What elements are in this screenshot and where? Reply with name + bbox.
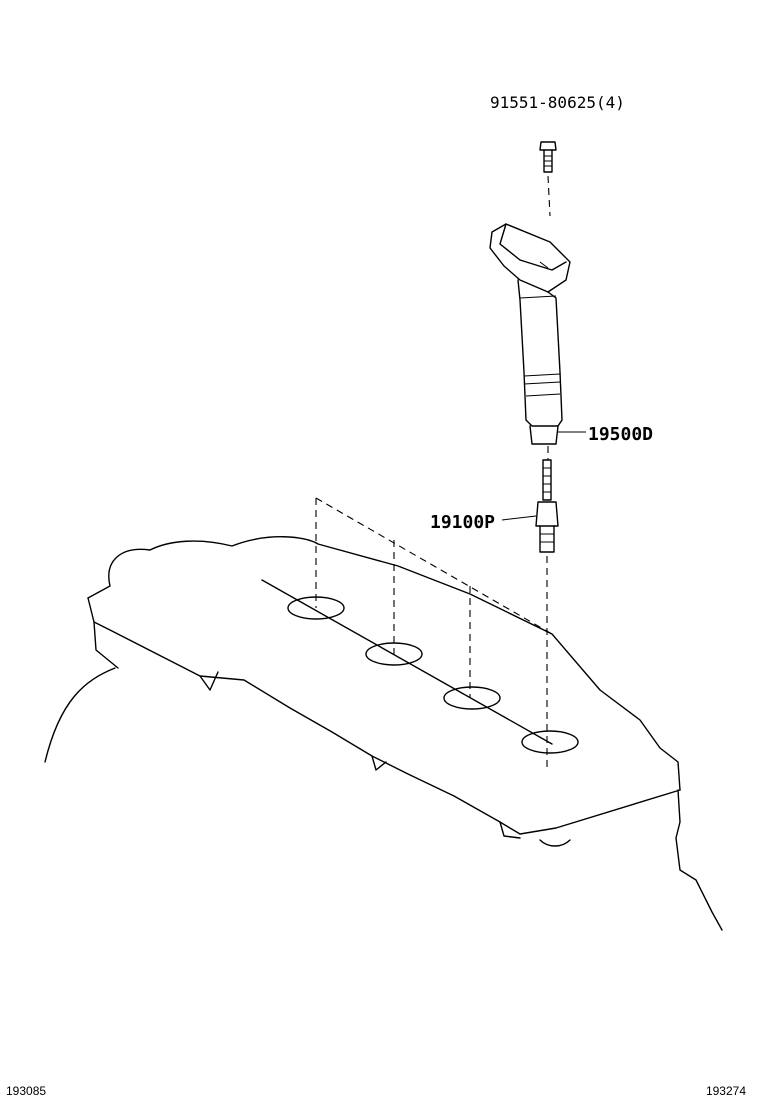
bolt-icon bbox=[539, 141, 557, 173]
footer-left-code: 193085 bbox=[6, 1084, 47, 1098]
reference-lines bbox=[315, 175, 553, 770]
label-bolt: 91551-80625(4) bbox=[490, 93, 625, 112]
engine-outline bbox=[44, 667, 723, 931]
label-ignition-coil: 19500D bbox=[588, 424, 653, 445]
leader-lines bbox=[501, 431, 586, 521]
spark-plug-icon bbox=[535, 459, 559, 553]
label-spark-plug: 19100P bbox=[430, 512, 495, 533]
ignition-coil-icon bbox=[489, 223, 571, 445]
spark-plug-holes bbox=[287, 596, 579, 754]
footer-right-code: 193274 bbox=[705, 1084, 746, 1098]
cylinder-head-cover bbox=[87, 536, 681, 847]
